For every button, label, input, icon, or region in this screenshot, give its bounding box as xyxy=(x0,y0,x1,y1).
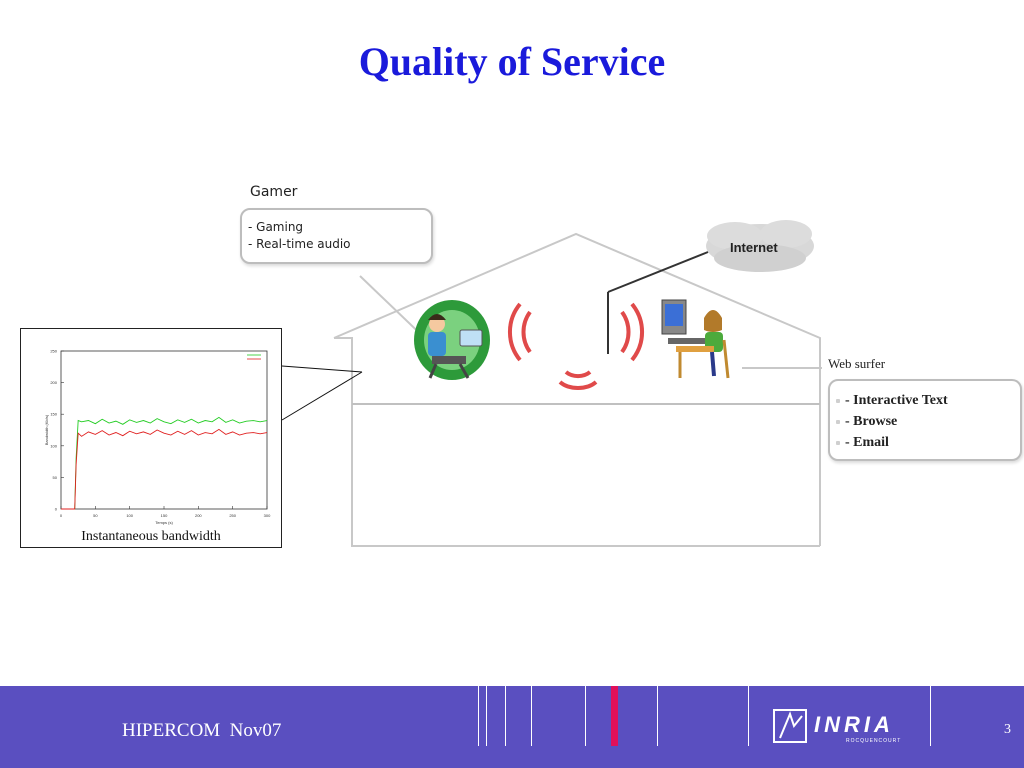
inria-logo-text: INRIA xyxy=(814,712,894,737)
plot-area-border xyxy=(60,350,268,510)
footer-divider xyxy=(748,686,749,746)
web-item-interactive-text: - Interactive Text xyxy=(836,390,1020,411)
footer-divider xyxy=(657,686,658,746)
house-roof xyxy=(333,232,821,546)
bullet-icon xyxy=(836,419,840,424)
y-tick-label: 0 xyxy=(55,507,58,512)
x-tick-label: 50 xyxy=(93,513,98,518)
chart-callout-top xyxy=(281,365,363,373)
web-surfer-requirements-box: - Interactive Text - Browse - Email xyxy=(828,379,1022,461)
x-tick-label: 150 xyxy=(161,513,168,518)
y-tick-label: 250 xyxy=(50,349,57,354)
gamer-requirements-box: - Gaming - Real-time audio xyxy=(240,208,433,264)
web-item-label: - Interactive Text xyxy=(845,393,948,408)
inria-logo-subtext: ROCQUENCOURT xyxy=(846,738,902,744)
internet-label: Internet xyxy=(730,240,778,255)
access-point-icon xyxy=(508,292,644,390)
footer-accent-bar xyxy=(611,686,618,746)
inria-logo: INRIA ROCQUENCOURT xyxy=(772,708,920,748)
y-tick-label: 200 xyxy=(50,380,57,385)
gamer-item-gaming: - Gaming xyxy=(248,220,304,234)
y-tick-label: 150 xyxy=(50,412,57,417)
chart-caption: Instantaneous bandwidth xyxy=(81,529,221,544)
footer-divider xyxy=(478,686,479,746)
inria-logo-icon xyxy=(773,709,807,743)
footer-divider xyxy=(486,686,487,746)
house-left-wall xyxy=(334,337,820,547)
series-line-0 xyxy=(61,416,268,510)
internet-link-line xyxy=(607,251,709,293)
gamer-label: Gamer xyxy=(250,184,298,200)
footer-divider xyxy=(930,686,931,746)
gamer-item-audio: - Real-time audio xyxy=(248,237,351,251)
y-tick-label: 50 xyxy=(53,475,58,480)
x-tick-label: 250 xyxy=(229,513,236,518)
y-tick-label: 100 xyxy=(50,443,57,448)
x-tick-label: 0 xyxy=(60,513,63,518)
web-item-email: - Email xyxy=(836,432,1020,453)
x-tick-label: 100 xyxy=(126,513,133,518)
bullet-icon xyxy=(836,440,840,445)
series-line-1 xyxy=(61,428,268,510)
footer-divider xyxy=(585,686,586,746)
slide-title: Quality of Service xyxy=(358,39,666,84)
y-axis-label: Bandwidth (Kb/s) xyxy=(44,414,49,445)
internet-cloud-icon xyxy=(706,220,814,272)
footer-title: HIPERCOM Nov07 xyxy=(122,720,282,741)
gamer-person-icon xyxy=(414,300,490,380)
bullet-icon xyxy=(836,398,840,403)
footer-divider xyxy=(531,686,532,746)
web-item-label: - Email xyxy=(845,435,889,450)
web-item-label: - Browse xyxy=(845,414,898,429)
web-surfer-person-icon xyxy=(661,299,730,379)
web-item-browse: - Browse xyxy=(836,411,1020,432)
footer-divider xyxy=(505,686,506,746)
page-number: 3 xyxy=(1004,722,1011,737)
x-axis-label: Temps (s) xyxy=(155,520,173,525)
x-tick-label: 200 xyxy=(195,513,202,518)
x-tick-label: 300 xyxy=(264,513,271,518)
web-surfer-label: Web surfer xyxy=(828,356,886,371)
chart-callout-bottom xyxy=(281,371,363,421)
footer-bar: HIPERCOM Nov07 INRIA ROCQUENCOURT 3 xyxy=(0,686,1024,768)
